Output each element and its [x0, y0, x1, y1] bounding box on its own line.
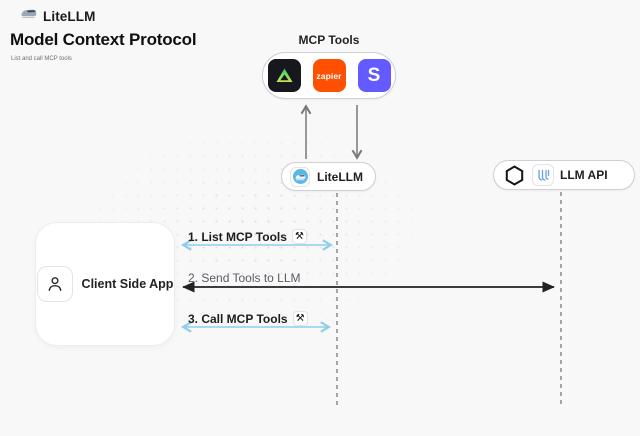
llm-api-node-label: LLM API [560, 168, 608, 182]
stripe-letter: S [367, 64, 381, 86]
litellm-logo-icon [290, 166, 310, 187]
person-icon [36, 266, 73, 302]
llm-provider-icon [532, 164, 554, 186]
llm-api-node[interactable]: LLM API [493, 160, 635, 190]
tools-icon: ⚒ [291, 229, 307, 244]
brand: LiteLLM [20, 7, 95, 25]
step-2-text: 2. Send Tools to LLM [188, 271, 301, 285]
litellm-node-label: LiteLLM [317, 169, 363, 184]
client-node-label: Client Side App [81, 277, 174, 291]
step-1-label: 1. List MCP Tools ⚒ [188, 229, 307, 244]
stripe-tool-icon[interactable]: S [357, 59, 391, 92]
brand-name: LiteLLM [43, 8, 96, 24]
mcp-tools-label: MCP Tools [298, 33, 360, 47]
step-3-label: 3. Call MCP Tools ⚒ [188, 311, 308, 326]
page-subtitle: List and call MCP tools [11, 56, 72, 62]
triangle-tool-icon[interactable] [267, 59, 301, 92]
litellm-train-icon [20, 7, 37, 25]
tools-icon: ⚒ [292, 311, 308, 326]
page-title: Model Context Protocol [10, 30, 197, 49]
step-3-text: 3. Call MCP Tools [188, 311, 288, 326]
step-1-text: 1. List MCP Tools [188, 229, 287, 244]
client-side-app-node[interactable]: Client Side App [35, 222, 175, 346]
openai-icon [503, 164, 526, 187]
step-2-label: 2. Send Tools to LLM [188, 271, 301, 285]
zapier-tool-icon[interactable]: zapier [312, 59, 346, 92]
mcp-tools-node[interactable]: zapier S [262, 52, 396, 99]
litellm-node[interactable]: LiteLLM [281, 162, 376, 191]
zapier-wordmark: zapier [316, 70, 342, 81]
